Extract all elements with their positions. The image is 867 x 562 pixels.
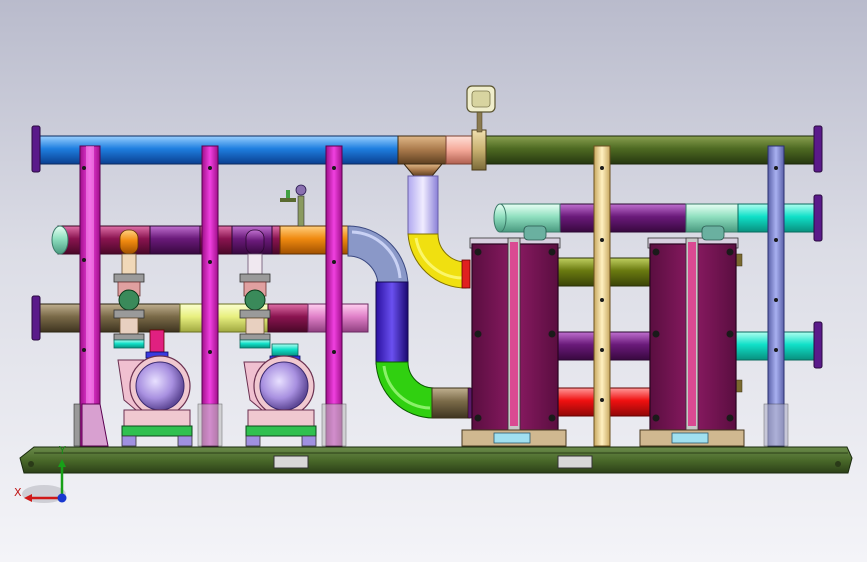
support-column-2 (197, 145, 223, 447)
yellow-elbow[interactable] (407, 233, 471, 289)
y-axis-label: Y (58, 444, 66, 457)
support-column-1 (73, 145, 109, 447)
z-axis-dot (57, 493, 67, 503)
x-axis-label: X (14, 486, 22, 499)
top-header-olive[interactable] (485, 125, 823, 173)
lower-return-pipe[interactable] (431, 387, 475, 419)
header-tee-fitting[interactable] (397, 135, 473, 177)
support-column-5 (763, 145, 789, 447)
flow-meter[interactable] (466, 85, 496, 171)
support-column-3 (321, 145, 347, 447)
support-column-4 (593, 145, 611, 447)
vertical-pipe-indigo[interactable] (375, 281, 409, 365)
pump-assembly-1[interactable] (113, 229, 193, 447)
coordinate-triad[interactable]: X Y (14, 444, 67, 503)
hx-nozzle-fittings (523, 225, 725, 241)
heat-exchanger-1[interactable] (461, 237, 567, 447)
heat-exchanger-2[interactable] (639, 237, 745, 447)
green-elbow[interactable] (375, 361, 435, 419)
base-frame (19, 446, 853, 474)
drop-pipe-lavender[interactable] (407, 175, 439, 235)
pressure-gauge[interactable] (280, 184, 307, 227)
pump-assembly-2[interactable] (239, 229, 317, 447)
steel-elbow-upper[interactable] (347, 225, 409, 287)
y-axis-arrowhead (58, 459, 66, 467)
x-axis-arrowhead (24, 494, 32, 502)
